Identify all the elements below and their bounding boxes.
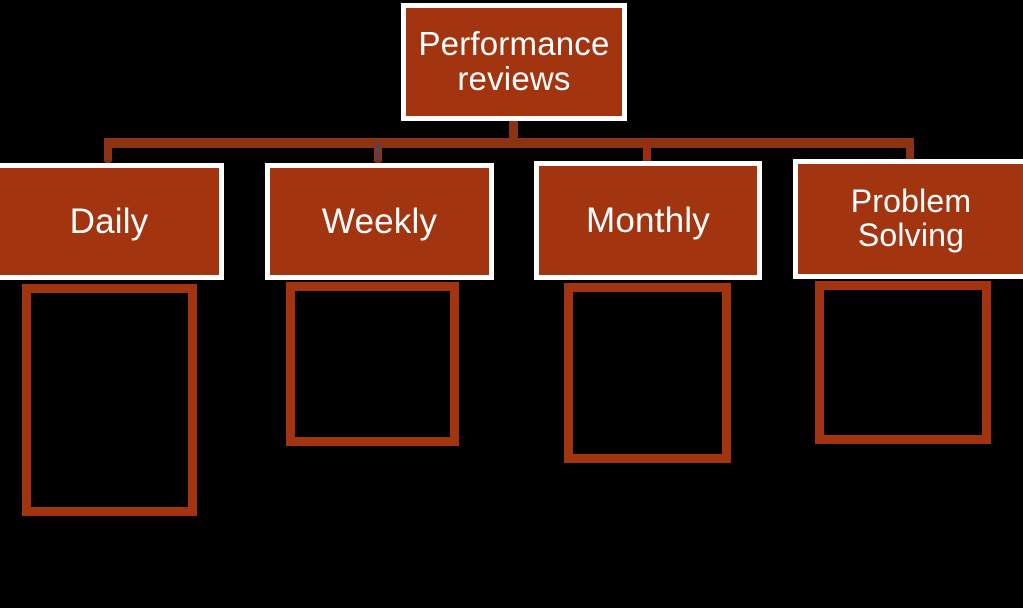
placeholder-box-monthly[interactable]	[564, 283, 731, 463]
placeholder-box-problem-solving[interactable]	[815, 281, 991, 444]
node-label-monthly: Monthly	[586, 200, 710, 240]
connector-drop-monthly-highlight	[646, 141, 648, 161]
node-label-problem-solving: Problem Solving	[850, 183, 972, 253]
node-problem-solving[interactable]: Problem Solving	[793, 159, 1023, 279]
node-performance-reviews[interactable]: Performance reviews	[401, 3, 627, 121]
connector-drop-problem-solving	[906, 140, 914, 160]
connector-root-stem	[509, 120, 518, 142]
node-daily[interactable]: Daily	[0, 163, 224, 280]
node-label-performance-reviews: Performance reviews	[418, 25, 610, 97]
placeholder-box-daily[interactable]	[22, 284, 197, 516]
connector-drop-weekly-highlight	[377, 142, 379, 160]
node-weekly[interactable]: Weekly	[265, 163, 494, 280]
connector-horizontal-bus	[104, 138, 914, 148]
node-monthly[interactable]: Monthly	[534, 161, 762, 280]
node-label-daily: Daily	[69, 201, 149, 241]
placeholder-box-weekly[interactable]	[286, 282, 459, 446]
node-label-weekly: Weekly	[321, 201, 438, 241]
connector-drop-daily	[104, 140, 112, 162]
